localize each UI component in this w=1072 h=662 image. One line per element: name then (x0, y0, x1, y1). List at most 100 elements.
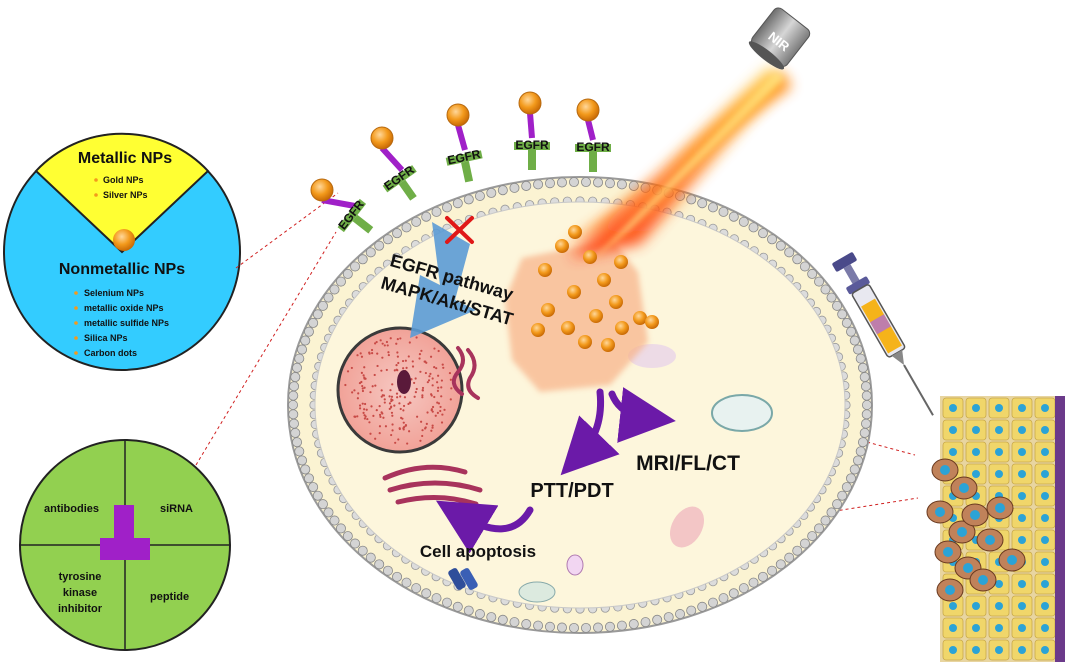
chromatin-dot (359, 352, 362, 355)
lipid-head (350, 261, 361, 272)
cell-nucleus (1018, 426, 1026, 434)
lipid-head (312, 309, 323, 320)
chromatin-dot (376, 352, 379, 355)
chromatin-dot (383, 401, 386, 404)
lipid-head (628, 619, 639, 630)
nanoparticle (601, 338, 615, 352)
chromatin-dot (421, 396, 424, 399)
lipid-head (663, 612, 674, 623)
lipid-head (807, 268, 818, 279)
cell-nucleus (995, 624, 1003, 632)
chromatin-dot (404, 424, 407, 427)
chromatin-dot (431, 426, 434, 429)
chromatin-dot (402, 409, 405, 412)
chromatin-dot (391, 383, 394, 386)
lipid-head (581, 177, 592, 188)
chromatin-dot (440, 379, 444, 382)
nucleus (336, 326, 464, 454)
chromatin-dot (375, 409, 378, 412)
chromatin-dot (399, 416, 403, 419)
chromatin-dot (390, 405, 393, 408)
chromatin-dot (433, 395, 436, 399)
cell-nucleus (995, 470, 1003, 478)
lipid-head (294, 353, 305, 364)
chromatin-dot (383, 398, 386, 401)
chromatin-dot (361, 402, 364, 405)
lipid-head (799, 261, 810, 272)
nanoparticle-icon (370, 126, 394, 150)
membrane-outer-heads (287, 177, 873, 633)
chromatin-dot (351, 391, 354, 394)
lipid-head (308, 482, 319, 493)
receptor-stem (528, 150, 536, 170)
chromatin-dot (361, 384, 364, 388)
nanoparticle (609, 295, 623, 309)
cell-nucleus (945, 585, 955, 595)
chromatin-dot (391, 399, 394, 402)
chromatin-dot (371, 385, 374, 388)
lipid-head (486, 612, 497, 623)
lipid-head (686, 605, 697, 616)
lipid-head (675, 609, 686, 620)
lipid-head (852, 455, 863, 466)
chromatin-dot (437, 402, 441, 405)
lipid-head (442, 597, 453, 608)
lipid-head (738, 583, 749, 594)
cell-nucleus (1018, 602, 1026, 610)
chromatin-dot (436, 401, 439, 404)
lipid-head (545, 621, 556, 632)
lipid-head (767, 234, 778, 245)
nanoparticle-accumulation-zone (505, 240, 648, 392)
chromatin-dot (440, 395, 443, 398)
chromatin-dot (396, 338, 399, 341)
chromatin-dot (396, 396, 399, 399)
chromatin-dot (442, 366, 445, 369)
ligand-peptide: peptide (150, 591, 189, 603)
cell-nucleus (995, 580, 1003, 588)
lipid-head (697, 198, 708, 209)
lipid-head (411, 216, 422, 227)
nanoparticle (583, 250, 597, 264)
lipid-head (799, 538, 810, 549)
chromatin-dot (431, 410, 434, 413)
ligand-stalk (321, 197, 356, 209)
lipid-head (820, 515, 831, 526)
cell-nucleus (949, 602, 957, 610)
chromatin-dot (358, 404, 362, 407)
chromatin-dot (361, 387, 364, 390)
lipid-head (593, 177, 604, 188)
chromatin-dot (363, 377, 366, 380)
nonmetallic-item: metallic sulfide NPs (84, 318, 169, 328)
therapy-label: PTT/PDT (530, 480, 613, 502)
chromatin-dot (403, 396, 407, 399)
lipid-head (521, 180, 532, 191)
lipid-head (497, 185, 508, 196)
chromatin-dot (385, 340, 389, 344)
chromatin-dot (370, 405, 373, 408)
lipid-head (852, 344, 863, 355)
chromatin-dot (389, 389, 392, 392)
tumor-tissue (926, 396, 1065, 662)
lipid-head (431, 206, 442, 217)
chromatin-dot (372, 414, 375, 417)
lipid-head (814, 276, 825, 287)
chromatin-dot (363, 408, 366, 411)
cell-nucleus (1041, 602, 1049, 610)
lipid-head (323, 507, 334, 518)
cell-nucleus (949, 426, 957, 434)
lipid-head (533, 179, 544, 190)
chromatin-dot (399, 337, 402, 340)
lipid-head (509, 182, 520, 193)
chromatin-dot (407, 355, 410, 358)
lipid-head (317, 300, 328, 311)
lipid-head (826, 292, 837, 303)
chromatin-dot (434, 414, 437, 417)
ligand-stalk (379, 145, 405, 173)
lipid-head (748, 577, 759, 588)
cell-nucleus (995, 646, 1003, 654)
cell-nucleus (1041, 426, 1049, 434)
chromatin-dot (380, 389, 383, 392)
chromatin-dot (350, 366, 353, 370)
lipid-head (421, 211, 432, 222)
